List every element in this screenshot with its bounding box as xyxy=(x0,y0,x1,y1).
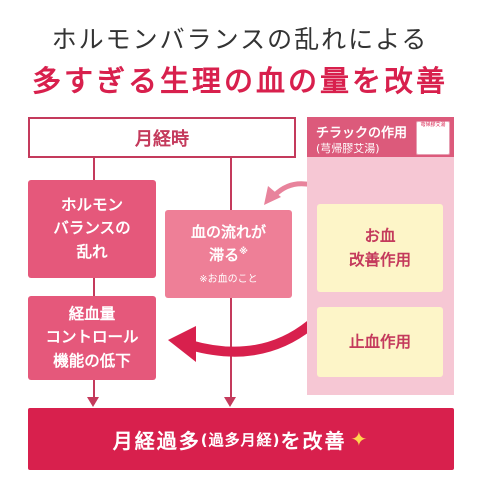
connector-left-bottom xyxy=(93,380,95,404)
result-part2: (過多月経) xyxy=(200,430,281,449)
sparkle-icon: ✦ xyxy=(350,427,370,451)
title-line1: ホルモンバランスの乱れによる xyxy=(51,25,429,54)
stagnation-mark: ※ xyxy=(239,246,248,257)
product-label: 芎帰膠艾湯 xyxy=(420,122,446,128)
title-line2: 多すぎる生理の血の量を改善 xyxy=(31,64,448,98)
blood-stagnation-box: 血の流れが 滞る※ ※お血のこと xyxy=(165,210,292,298)
control-line1: 経血量 xyxy=(68,305,116,324)
effect1-line2: 改善作用 xyxy=(348,251,411,269)
hormone-line3: 乱れ xyxy=(76,242,108,261)
control-line3: 機能の低下 xyxy=(53,351,131,370)
hemostatic-box: 止血作用 xyxy=(317,307,443,377)
arrow-head-left xyxy=(87,397,99,407)
menstruation-box: 月経時 xyxy=(28,117,296,158)
side-panel-subtitle: (芎帰膠艾湯) xyxy=(316,142,380,155)
hormone-line2: バランスの xyxy=(53,219,131,238)
blood-control-box: 経血量 コントロール 機能の低下 xyxy=(28,296,156,380)
oketsu-improvement-box: お血 改善作用 xyxy=(317,204,443,292)
big-curved-arrow xyxy=(188,321,314,357)
hormone-imbalance-box: ホルモン バランスの 乱れ xyxy=(28,180,156,278)
product-package-icon xyxy=(416,121,450,155)
menstruation-label: 月経時 xyxy=(135,128,189,150)
side-panel-title: チラックの作用 xyxy=(316,126,408,141)
curved-arrow-head-top xyxy=(264,186,281,205)
stagnation-line2: 滞る xyxy=(209,245,240,264)
result-part3: を改善 xyxy=(280,428,347,453)
connector-right xyxy=(230,158,232,210)
control-line2: コントロール xyxy=(45,328,139,347)
big-curved-arrow-head xyxy=(168,326,196,362)
connector-left-lower xyxy=(93,278,95,296)
arrow-head-right xyxy=(224,397,236,407)
stagnation-note: ※お血のこと xyxy=(199,274,258,285)
effect2-label: 止血作用 xyxy=(348,332,411,351)
hormone-line1: ホルモン xyxy=(60,196,123,215)
stagnation-line1: 血の流れが xyxy=(190,223,266,241)
effect1-line1: お血 xyxy=(364,226,396,245)
result-part1: 月経過多 xyxy=(112,428,201,453)
connector-left xyxy=(93,158,95,180)
result-box: 月経過多 (過多月経) を改善 ✦ xyxy=(28,408,454,470)
